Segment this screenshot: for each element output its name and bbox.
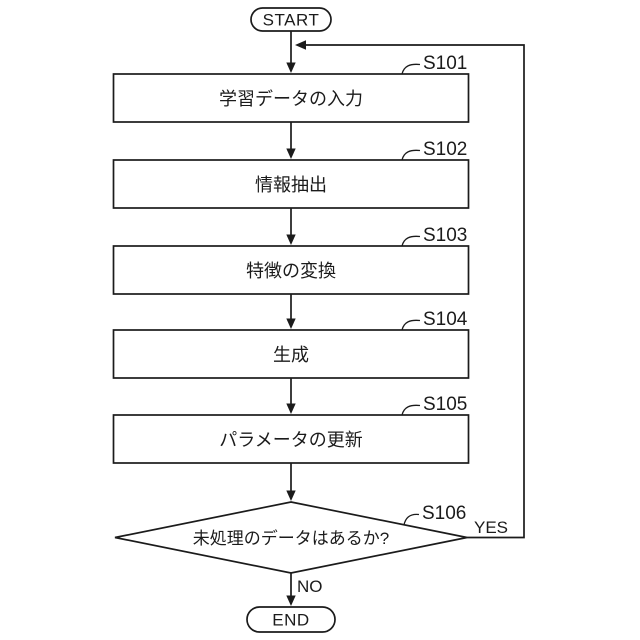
decision-label: 未処理のデータはあるか?	[193, 528, 389, 548]
step-id-leader	[401, 149, 421, 161]
process-step-s103: 特徴の変換 S103	[112, 225, 470, 295]
down-arrowhead	[286, 403, 296, 414]
decision-s106: 未処理のデータはあるか? S106	[114, 501, 468, 574]
end-terminal: END	[246, 606, 336, 633]
down-arrowhead	[286, 490, 296, 501]
edge-yes-loop	[306, 44, 525, 539]
process-box	[112, 245, 470, 295]
process-label: 生成	[273, 345, 309, 365]
yes-branch-label: YES	[474, 518, 508, 537]
step-id-leader	[401, 319, 421, 331]
down-arrowhead	[286, 234, 296, 245]
step-id-leader	[401, 235, 421, 247]
down-arrowhead	[286, 595, 296, 606]
process-label: パラメータの更新	[219, 430, 362, 450]
step-id-label: S101	[423, 53, 467, 74]
down-arrowhead	[286, 318, 296, 329]
connectors	[286, 31, 525, 606]
end-terminal-label: END	[272, 611, 309, 630]
process-label: 特徴の変換	[246, 261, 336, 281]
process-label: 学習データの入力	[219, 89, 363, 109]
step-id-label: S104	[423, 309, 468, 330]
no-branch-label: NO	[297, 577, 323, 596]
step-id-leader	[401, 63, 421, 75]
start-terminal: START	[250, 7, 332, 32]
process-box	[112, 73, 470, 123]
step-id-label: S103	[423, 225, 467, 246]
decision-diamond	[114, 501, 468, 574]
process-step-s102: 情報抽出 S102	[112, 139, 470, 209]
step-id-leader	[403, 513, 420, 526]
end-terminal-shape	[246, 606, 336, 633]
process-step-s101: 学習データの入力 S101	[112, 53, 470, 123]
process-step-s104: 生成 S104	[112, 309, 470, 379]
start-terminal-label: START	[263, 11, 320, 30]
process-step-s105: パラメータの更新 S105	[112, 394, 470, 464]
down-arrowhead	[286, 148, 296, 159]
step-id-leader	[401, 404, 421, 416]
left-arrowhead	[295, 40, 306, 50]
process-box	[112, 414, 470, 464]
process-label: 情報抽出	[255, 175, 327, 195]
process-box	[112, 159, 470, 209]
down-arrowhead	[286, 62, 296, 73]
step-id-label: S106	[422, 503, 466, 524]
step-id-label: S102	[423, 139, 467, 160]
step-id-label: S105	[423, 394, 467, 415]
start-terminal-shape	[250, 7, 332, 32]
process-box	[112, 329, 470, 379]
